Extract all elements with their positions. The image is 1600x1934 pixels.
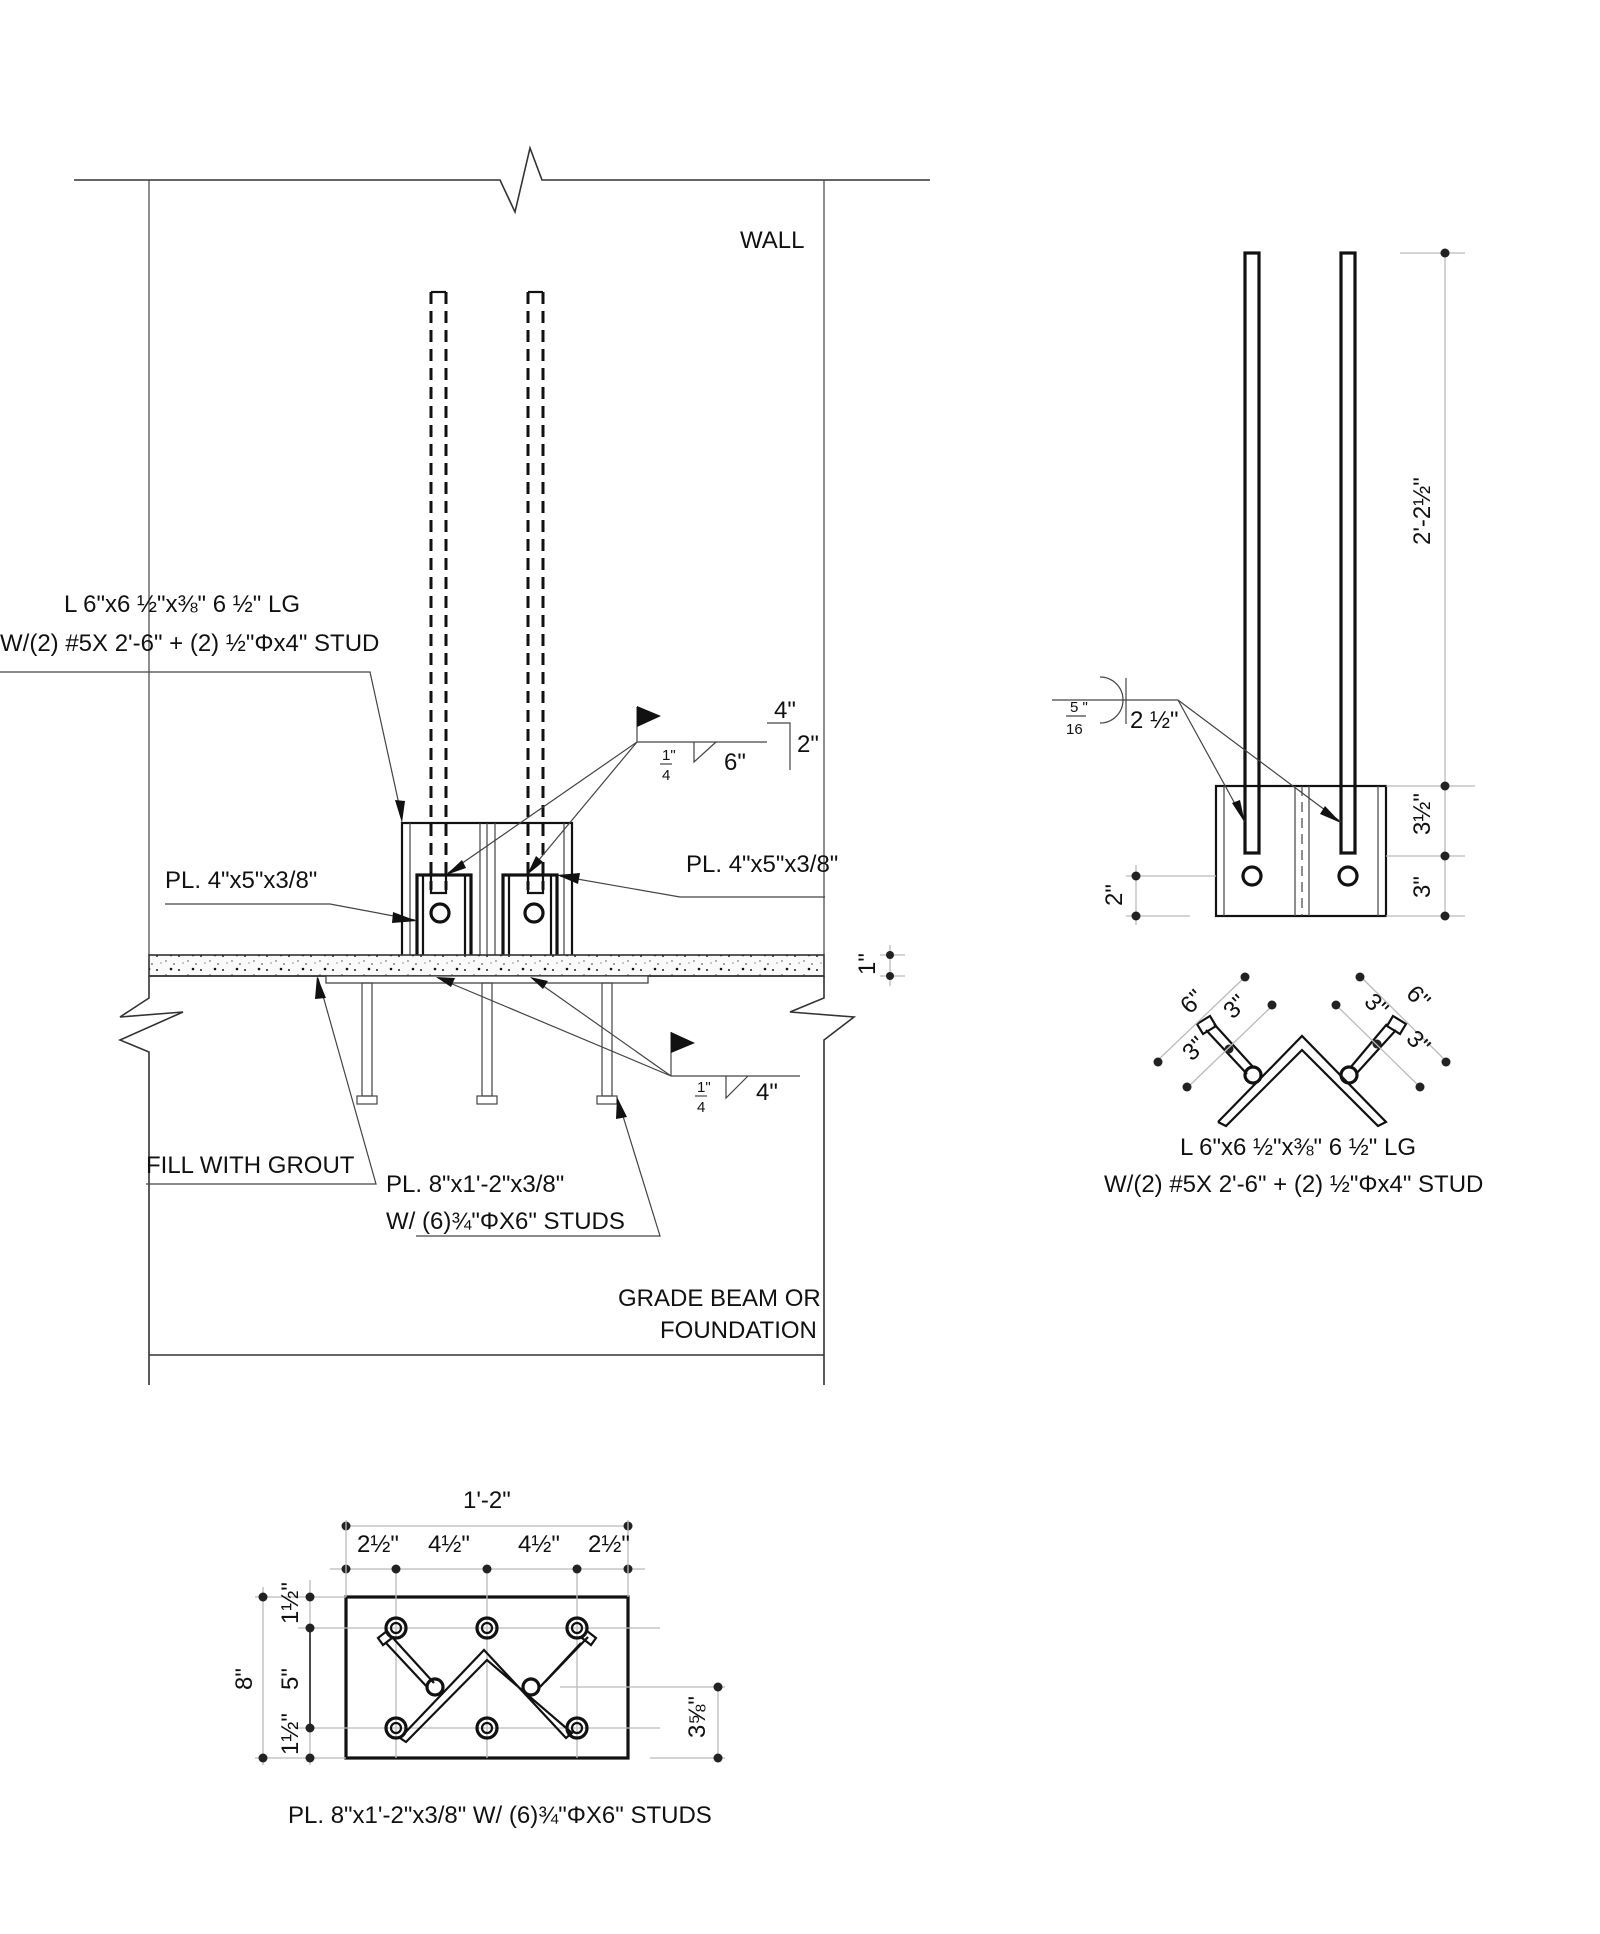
base-plate-height-dims: 8" 1½" 5" 1½" [231,1580,346,1765]
dim-left-6: 6" [1175,985,1210,1020]
angle-plan-label-2: W/(2) #5X 2'-6" + (2) ½"Φx4" STUD [1104,1171,1483,1198]
weld-size-num: 5 " [1070,699,1088,716]
svg-text:4: 4 [697,1099,705,1116]
angle-leader [0,671,403,819]
dim-right-6: 6" [1401,980,1436,1015]
angle-plan-view: 6" 3" 3" 3" 6" 3" L 6"x6 ½"x⅜" 6 ½" LG W… [1104,972,1483,1198]
stud-centerlines [298,1565,660,1758]
plate-right-label: PL. 4"x5"x3/8" [686,851,838,878]
weld-top-return-h: 4" [774,697,796,724]
grout-layer [148,954,825,977]
dim-hole: 2" [1101,884,1128,906]
field-weld-flag-icon-2 [671,1032,695,1053]
base-plate-label-2: W/ (6)¾"ΦX6" STUDS [386,1208,625,1235]
weld-top-return-v: 2" [797,731,819,758]
dim-total-height: 2'-2½" [1409,477,1436,545]
weld-symbol-bottom: 1" 4 4" [436,977,800,1116]
rebar-left [429,290,448,890]
grout-thickness-dim: 1" [854,945,905,986]
angle-plan-label-1: L 6"x6 ½"x⅜" 6 ½" LG [1180,1134,1416,1161]
base-plate-plan-label: PL. 8"x1'-2"x3/8" W/ (6)¾"ΦX6" STUDS [288,1802,712,1829]
weld-symbol-elevation: 5 " 16 2 ½" [1052,676,1342,823]
base-plate-width-dims: 1'-2" 2½" 4½" 4½" 2½" [330,1487,645,1597]
base-plate [325,975,649,984]
grout-thickness-text: 1" [854,953,881,975]
angle-callout-line2: W/(2) #5X 2'-6" + (2) ½"Φx4" STUD [0,630,379,657]
plate-left-label: PL. 4"x5"x3/8" [165,867,317,894]
foundation-break-left [117,976,184,1385]
weld-length-elev: 2 ½" [1130,707,1179,734]
studs-plan [384,1616,589,1740]
rebar-right [526,290,545,890]
stud-left-plan [1195,1014,1263,1085]
dim-lower: 3" [1409,876,1436,898]
width-seg-1: 2½" [357,1531,399,1558]
dim-upper: 3½" [1409,793,1436,835]
height-seg-1: 1½" [277,1582,304,1624]
anchor-studs [356,982,618,1105]
weld-symbol-top: 1" 4 6" 4" 2" [446,697,819,875]
base-plate-plan: 1'-2" 2½" 4½" 4½" 2½" [231,1487,725,1829]
weld-bottom-length: 4" [756,1079,778,1106]
wall-break-line [74,145,930,215]
angle-offset-dim: 3⅝" [560,1682,725,1763]
angle-callout-line1: L 6"x6 ½"x⅜" 6 ½" LG [64,591,300,618]
stud-hole-left-elev [1241,865,1263,887]
foundation-label-2: FOUNDATION [660,1317,817,1344]
angle-plan-dims-right: 3" 6" 3" [1331,972,1451,1092]
angle-offset-text: 3⅝" [684,1696,711,1738]
dim-right-3b: 3" [1401,1025,1436,1060]
rebar-left-elev [1243,251,1261,855]
elevation-dimensions: 2'-2½" 3½" 3" 2" [1101,248,1475,925]
grout-label: FILL WITH GROUT [146,1152,355,1179]
height-seg-2: 5" [277,1668,304,1690]
svg-text:4: 4 [662,767,670,784]
angle-on-plate [399,1648,574,1744]
dim-right-3a: 3" [1359,988,1394,1023]
angle-shape [1217,1034,1388,1128]
rebar-right-elev [1339,251,1357,855]
stud-right-plan [1339,1014,1408,1085]
angle-elevation [1214,784,1388,918]
grout-leader [146,977,377,1185]
base-plate-leader [416,1099,661,1237]
foundation-break-right [789,976,857,1385]
foundation-label-1: GRADE BEAM OR [618,1285,821,1312]
width-seg-3: 4½" [518,1531,560,1558]
section-view: WALL [0,145,930,1385]
plate-right-leader [559,875,825,898]
stud-hole-left [429,902,451,924]
wall-label: WALL [740,227,804,254]
overall-height: 8" [231,1668,258,1690]
svg-text:1": 1" [662,747,676,764]
width-seg-4: 2½" [588,1531,630,1558]
height-seg-3: 1½" [277,1713,304,1755]
field-weld-flag-icon [637,706,661,727]
svg-text:16: 16 [1066,721,1083,738]
elevation-view: 5 " 16 2 ½" 2'-2½" 3½" 3" [1052,248,1475,925]
dim-left-3a: 3" [1218,990,1253,1025]
width-seg-2: 4½" [428,1531,470,1558]
plate-left-leader [165,903,416,921]
svg-text:1": 1" [697,1079,711,1096]
angle-plan-dims-left: 6" 3" 3" [1153,972,1277,1092]
stud-hole-right [523,902,545,924]
weld-top-length: 6" [724,749,746,776]
base-plate-label-1: PL. 8"x1'-2"x3/8" [386,1171,564,1198]
overall-width: 1'-2" [463,1487,511,1514]
stud-hole-right-elev [1337,865,1359,887]
